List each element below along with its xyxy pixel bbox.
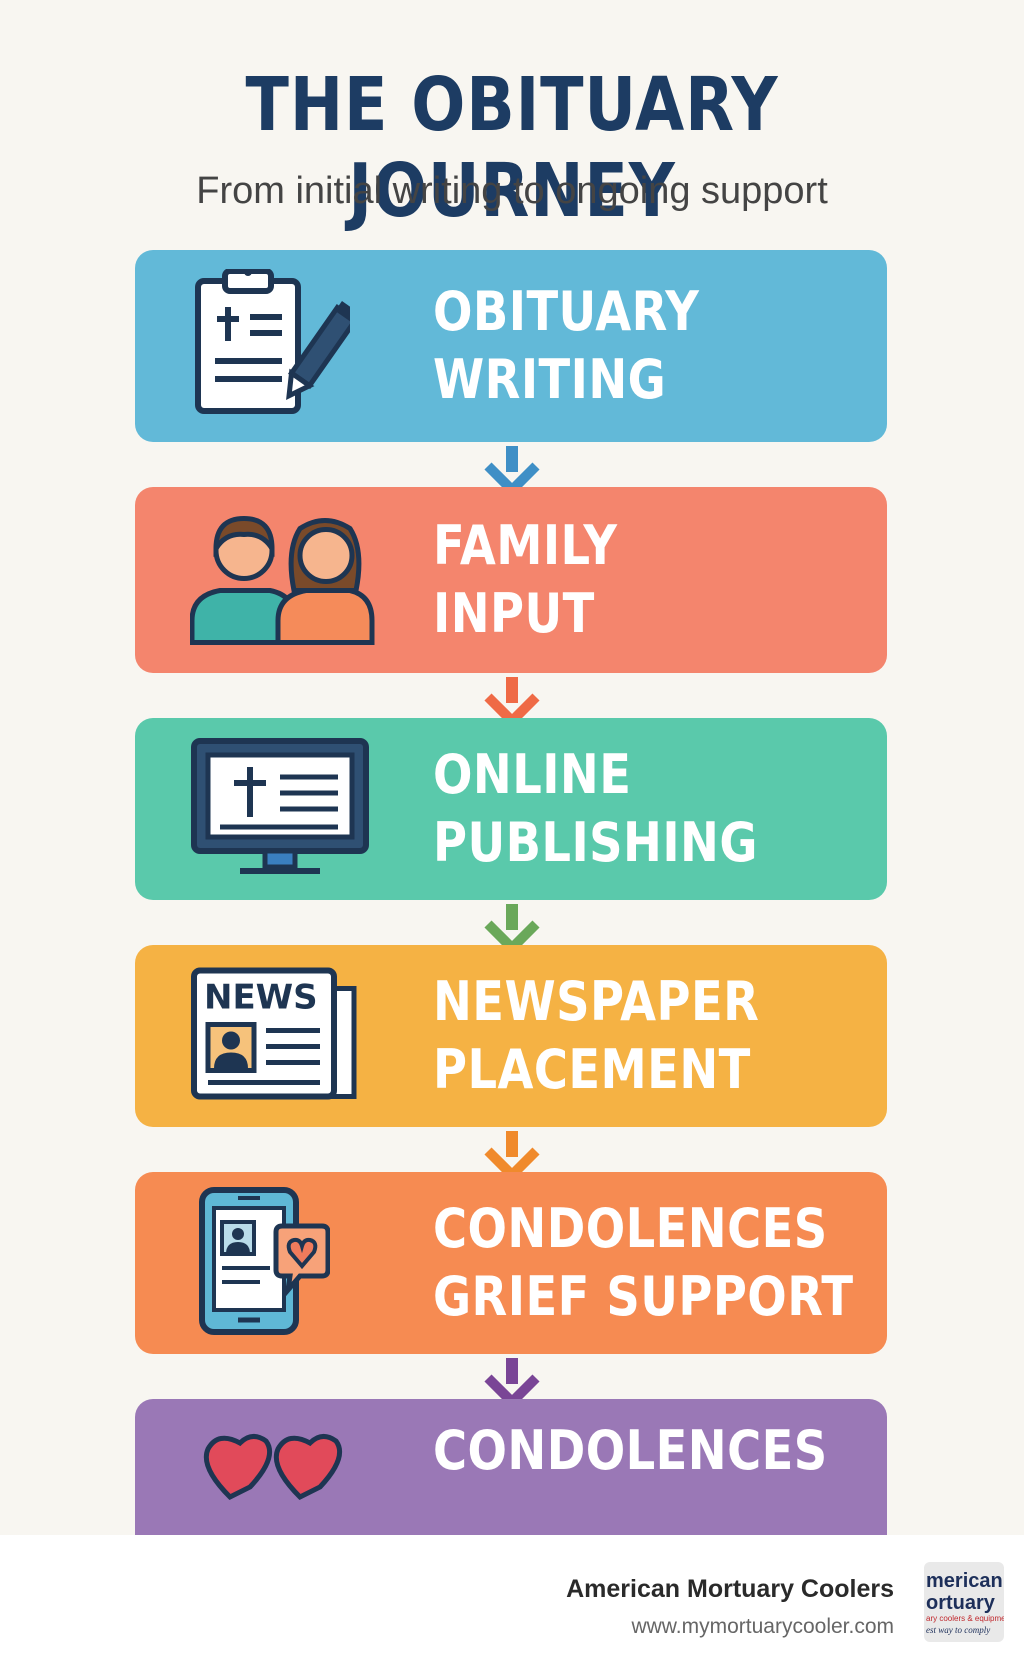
step-obituary-writing: OBITUARY WRITING	[135, 250, 887, 442]
step-label-line2: PUBLISHING	[433, 811, 758, 874]
step-label-line1: CONDOLENCES	[433, 1419, 828, 1482]
page-title: THE OBITUARY JOURNEY	[245, 62, 779, 234]
step-label-line1: OBITUARY	[433, 280, 700, 343]
step-label: NEWSPAPER PLACEMENT	[433, 968, 813, 1104]
step-label-line1: NEWSPAPER	[433, 970, 760, 1033]
step-label: CONDOLENCES GRIEF SUPPORT	[433, 1195, 922, 1331]
step-label: CONDOLENCES	[433, 1417, 887, 1485]
step-label: OBITUARY WRITING	[433, 278, 743, 414]
step-online-publishing: ONLINE PUBLISHING	[135, 718, 887, 900]
step-label-line1: CONDOLENCES	[433, 1197, 828, 1260]
clipboard-pen-icon	[190, 268, 360, 423]
brand-url[interactable]: www.mymortuarycooler.com	[631, 1615, 894, 1638]
step-label-line2: WRITING	[433, 348, 667, 411]
step-label-line1: ONLINE	[433, 743, 632, 806]
page-subtitle: From initial writing to ongoing support	[196, 170, 828, 212]
phone-heart-icon	[190, 1186, 331, 1340]
step-label-line1: FAMILY	[433, 514, 618, 577]
step-label-line2: GRIEF SUPPORT	[433, 1265, 854, 1328]
family-icon	[189, 511, 375, 650]
newspaper-icon-text: NEWS	[204, 978, 318, 1018]
computer-monitor-icon	[190, 737, 370, 881]
step-family-input: FAMILY INPUT	[135, 487, 887, 673]
step-condolences-grief-support: CONDOLENCES GRIEF SUPPORT	[135, 1172, 887, 1354]
footer: American Mortuary Coolers www.mymortuary…	[0, 1535, 1024, 1666]
step-label: FAMILY INPUT	[433, 512, 647, 648]
step-newspaper-placement: NEWS NEWSPAPER PLACEMENT	[135, 945, 887, 1127]
brand-name: American Mortuary Coolers	[566, 1575, 894, 1603]
step-label: ONLINE PUBLISHING	[433, 741, 811, 877]
step-label-line2: INPUT	[433, 582, 595, 645]
step-label-line2: PLACEMENT	[433, 1038, 751, 1101]
brand-logo: merican ortuary ary coolers & equipment …	[924, 1562, 1004, 1642]
hearts-icon	[190, 1427, 350, 1511]
newspaper-icon: NEWS	[190, 967, 358, 1106]
